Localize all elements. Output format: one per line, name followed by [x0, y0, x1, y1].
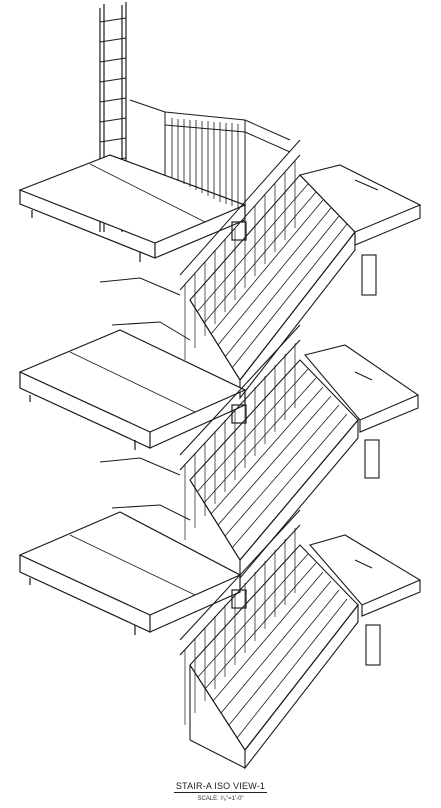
upper-landing [18, 154, 247, 262]
upper-right-landing [298, 164, 422, 296]
stair-flight-3 [179, 509, 359, 770]
support-posts [231, 221, 247, 609]
stair-flight-2 [179, 324, 359, 580]
middle-right-landing-2 [309, 534, 422, 666]
upper-guard-rail [129, 99, 291, 208]
drawing-title-block: STAIR-A ISO VIEW-1 SCALE: ¹⁄₈"=1'-0" [0, 776, 441, 802]
middle-landing-2 [18, 511, 242, 635]
middle-landing-1 [18, 329, 247, 450]
middle-handrail-2 [99, 457, 191, 521]
middle-handrail-1 [99, 277, 191, 341]
drawing-title: STAIR-A ISO VIEW-1 [173, 781, 268, 793]
middle-right-landing-1 [304, 344, 420, 479]
drawing-scale: SCALE: ¹⁄₈"=1'-0" [197, 796, 244, 802]
